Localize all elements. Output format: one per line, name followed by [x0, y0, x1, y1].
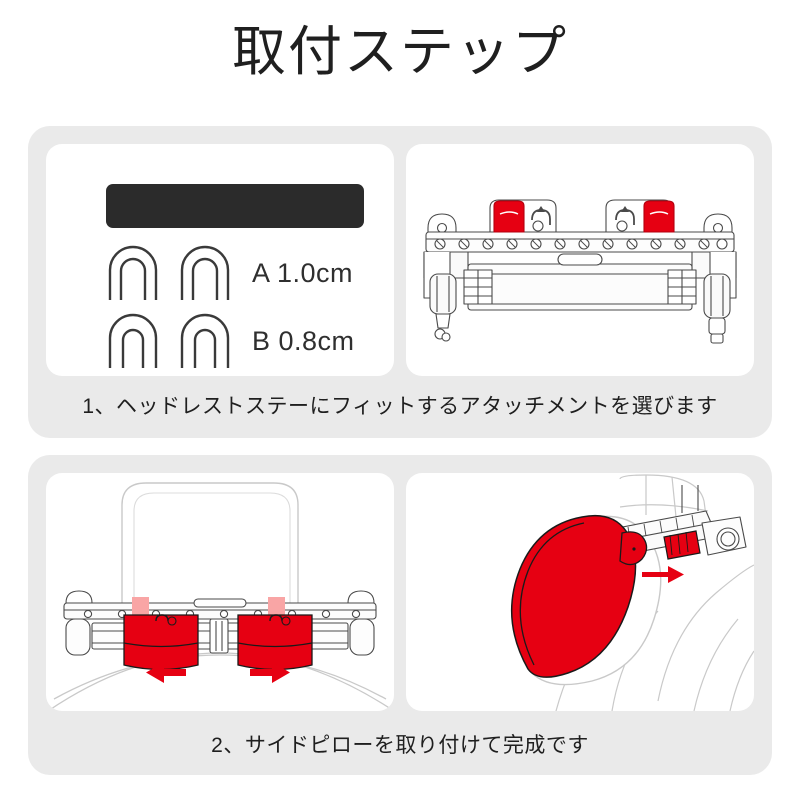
- bracket-assembly-illustration: [423, 199, 737, 344]
- arrow-right-icon: [250, 662, 290, 683]
- step-2-caption: 2、サイドピローを取り付けて完成です: [211, 734, 589, 757]
- u-bracket-icon: [108, 245, 158, 300]
- u-bracket-icon: [180, 245, 230, 300]
- u-bracket-icon: [108, 313, 158, 368]
- parts-kit-illustration: A 1.0cm B 0: [46, 144, 394, 376]
- attachment-size-label-a: A 1.0cm: [252, 257, 354, 288]
- u-bracket-pair-b: [104, 312, 234, 370]
- step-1-section: A 1.0cm B 0: [28, 126, 772, 438]
- red-clamp-lever: [663, 530, 701, 560]
- step-2-panels: [46, 473, 754, 711]
- step-1-panels: A 1.0cm B 0: [46, 144, 754, 376]
- rubber-pad-part: [106, 184, 364, 228]
- headrest-sliding-illustration: [47, 482, 394, 711]
- red-mount-block-left: [123, 614, 199, 671]
- attachment-row-b: B 0.8cm: [104, 312, 355, 370]
- arrow-right-icon: [642, 566, 684, 583]
- arrow-left-icon: [146, 662, 186, 683]
- page-title: 取付ステップ: [232, 22, 568, 82]
- u-bracket-icon: [180, 313, 230, 368]
- panel-side-pillow-installed: [406, 473, 754, 711]
- attachment-row-a: A 1.0cm: [104, 244, 353, 302]
- red-side-pillow: [510, 514, 648, 678]
- panel-bracket-assembly: [406, 144, 754, 376]
- red-mount-block-right: [237, 614, 313, 671]
- step-1-caption: 1、ヘッドレストステーにフィットするアタッチメントを選びます: [82, 395, 718, 418]
- u-bracket-pair-a: [104, 244, 234, 302]
- panel-headrest-sliding: [46, 473, 394, 711]
- attachment-size-label-b: B 0.8cm: [252, 325, 355, 356]
- side-pillow-illustration: [510, 474, 754, 711]
- panel-parts-kit: A 1.0cm B 0: [46, 144, 394, 376]
- step-2-section: 2、サイドピローを取り付けて完成です: [28, 455, 772, 775]
